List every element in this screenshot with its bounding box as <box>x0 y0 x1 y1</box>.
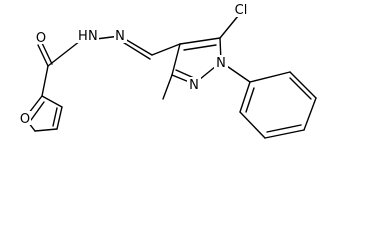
bond-pz-c3-c4 <box>171 43 181 76</box>
nh-nitrogen-label: N <box>88 29 98 44</box>
imine-nitrogen-label: N <box>115 29 125 44</box>
pyrazole-n2-label: N <box>189 78 199 93</box>
bond-ph-4 <box>264 129 305 139</box>
chlorine-label: Cl <box>235 3 248 18</box>
atom-nh: H N <box>74 27 99 44</box>
furan-oxygen-label: O <box>20 112 30 127</box>
bond-carbonyl-o-2 <box>41 42 53 65</box>
pyrazole-ring <box>162 15 251 100</box>
carbonyl-oxygen-label: O <box>36 31 46 46</box>
bond-c5-cl <box>219 15 239 39</box>
phenyl-ring <box>239 71 317 139</box>
bond-ph-1 <box>249 71 291 83</box>
atom-imine-nitrogen: N <box>114 28 127 44</box>
bond-pz-c4-c5 <box>179 37 221 45</box>
pyrazole-n1-label: N <box>216 56 226 71</box>
atom-chlorine: Cl <box>232 2 251 18</box>
bond-ph-2 <box>289 71 317 99</box>
molecule-structure: O O H N N Cl N N <box>19 2 317 139</box>
bond-ph-6-inner <box>245 87 255 113</box>
bond-n-ch-2 <box>120 40 151 60</box>
bond-carbonyl-o-1 <box>37 44 49 67</box>
bond-c3-methyl <box>162 74 173 100</box>
hydrazone-linker <box>37 35 181 97</box>
bond-ph-4-inner <box>266 124 302 133</box>
atom-furan-oxygen: O <box>19 111 31 127</box>
bond-pz-c4-c5-inner <box>183 44 217 51</box>
bond-furan-carbonyl <box>41 65 49 97</box>
atom-carbonyl-oxygen: O <box>35 30 47 46</box>
bond-furan-c2-c3 <box>41 95 63 108</box>
bond-ph-6 <box>239 81 251 113</box>
nh-hydrogen-label: H <box>78 29 88 44</box>
bond-furan-c4-c5 <box>34 128 58 132</box>
bond-furan-c3-c4-inner <box>52 107 58 127</box>
atom-pyrazole-n1: N <box>214 55 228 71</box>
bond-furan-o-c2-inner <box>30 101 45 121</box>
bond-ph-3 <box>303 97 317 131</box>
bond-carbonyl-nh <box>47 40 81 67</box>
bond-ph-2-inner <box>289 77 312 100</box>
bond-ph-5 <box>239 111 266 139</box>
bond-pz-n2-c3-inner <box>175 69 195 79</box>
bond-ch-pyrazole <box>151 43 181 56</box>
bond-furan-c3-c4 <box>56 106 63 130</box>
atom-pyrazole-n2: N <box>187 77 201 93</box>
